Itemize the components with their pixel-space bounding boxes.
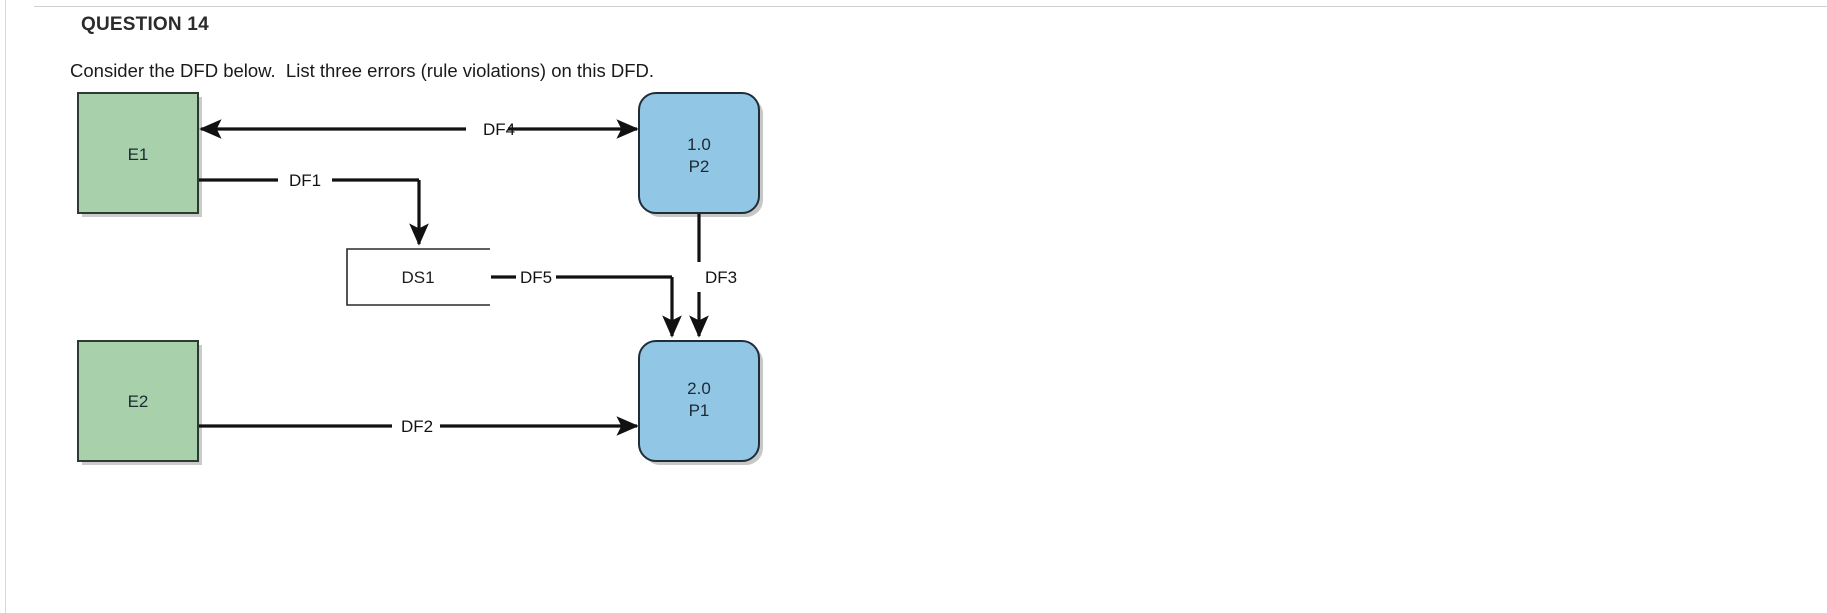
data-flow-lines [199, 119, 709, 436]
external-entity-e1[interactable]: E1 [77, 92, 199, 214]
flow-label-df2: DF2 [401, 417, 433, 436]
process-p1-name: P1 [689, 401, 710, 420]
data-store-ds1[interactable]: DS1 [346, 248, 490, 306]
process-p1-number: 2.0 [687, 379, 711, 398]
external-entity-e2-label: E2 [128, 392, 149, 411]
process-p2-name: P2 [689, 157, 710, 176]
flow-label-df4: DF4 [483, 120, 515, 139]
flow-label-df3: DF3 [705, 268, 737, 287]
page-left-rule [5, 0, 6, 613]
process-p2[interactable]: 1.0 P2 [638, 92, 760, 214]
data-store-ds1-label: DS1 [401, 268, 434, 287]
flow-label-df1: DF1 [289, 171, 321, 190]
question-prompt: Consider the DFD below. List three error… [70, 60, 654, 81]
process-p1[interactable]: 2.0 P1 [638, 340, 760, 462]
external-entity-e2[interactable]: E2 [77, 340, 199, 462]
data-flow-labels: DF4 DF1 DF5 DF3 DF2 [289, 120, 737, 436]
flow-label-df5: DF5 [520, 268, 552, 287]
process-p2-number: 1.0 [687, 135, 711, 154]
external-entity-e1-label: E1 [128, 145, 149, 164]
page-title: QUESTION 14 [81, 14, 209, 35]
page-top-rule [34, 6, 1827, 7]
